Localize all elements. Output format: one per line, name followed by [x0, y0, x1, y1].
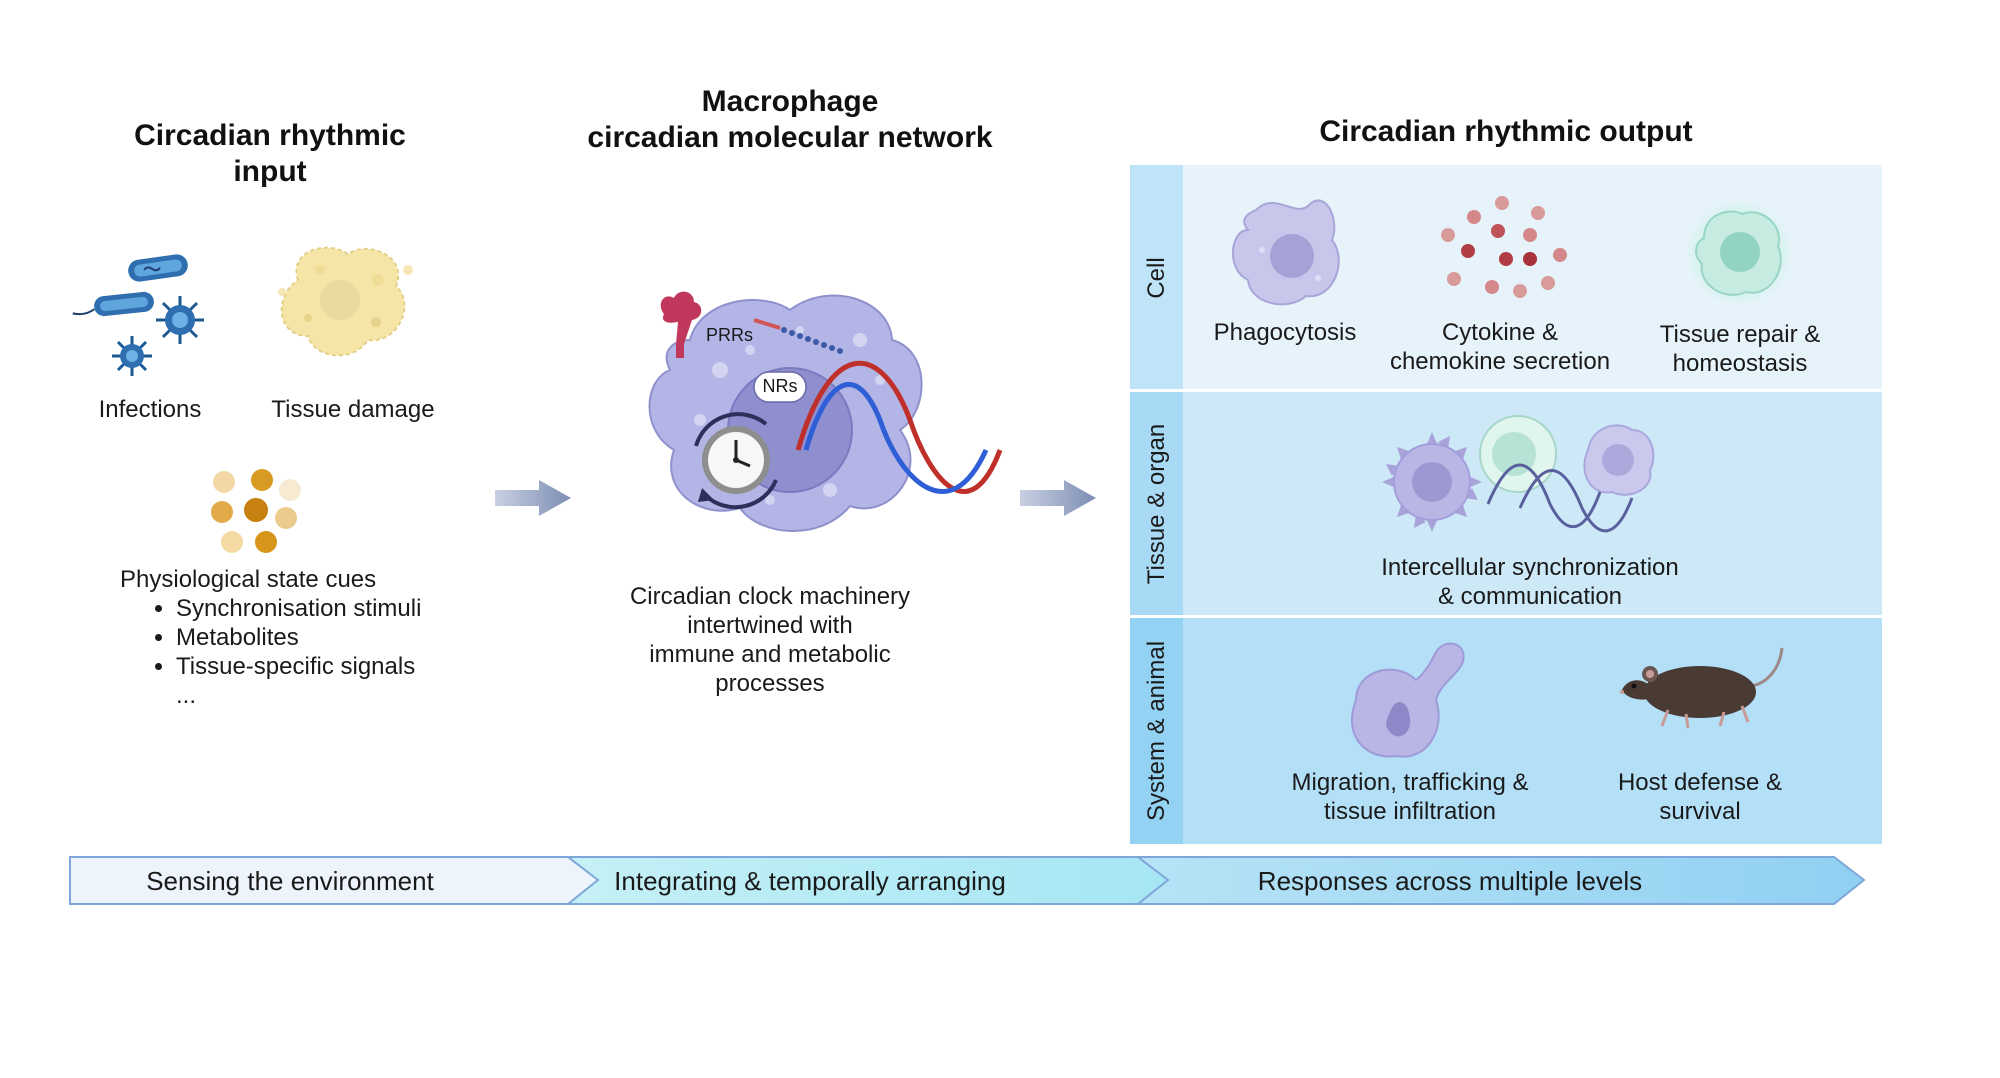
flow-arrow-right-icon	[1020, 480, 1096, 516]
red-oscillation-curve	[795, 360, 1003, 494]
panel-divider	[1130, 615, 1882, 618]
migration-line: Migration, trafficking &	[1291, 769, 1529, 796]
cytokine-dots-icon	[1441, 196, 1567, 298]
macrophage-cell-illustration	[648, 291, 1003, 532]
intercellular-cells-icon	[1382, 415, 1655, 533]
cytokine-line: chemokine secretion	[1389, 348, 1611, 375]
metabolites-icon	[211, 469, 301, 553]
caption-line: immune and metabolic	[649, 641, 891, 668]
repair-label: Tissue repair & homeostasis	[1640, 320, 1840, 378]
sync-line: Intercellular synchronization	[1381, 554, 1679, 581]
nrs-label: NRs	[762, 376, 798, 396]
blue-oscillation-curve	[803, 382, 989, 494]
sync-label: Intercellular synchronization & communic…	[1330, 553, 1730, 611]
cues-list: Synchronisation stimuli Metabolites Tiss…	[120, 594, 421, 681]
virus-icon	[112, 336, 152, 376]
cell-level-label: Cell	[1142, 257, 1170, 299]
bacterium-icon	[72, 291, 154, 317]
caption-line: Circadian clock machinery	[629, 583, 911, 610]
cytokine-label: Cytokine & chemokine secretion	[1380, 318, 1620, 376]
tissue-damage-label: Tissue damage	[271, 396, 435, 423]
tissue-level-label: Tissue & organ	[1142, 423, 1170, 585]
cues-title: Physiological state cues	[120, 566, 377, 593]
round-cell-icon	[1479, 415, 1557, 493]
cue-item: Metabolites	[176, 623, 421, 652]
caption-line: intertwined with	[687, 612, 853, 639]
migration-line: tissue infiltration	[1323, 798, 1497, 825]
system-level-strip: System & animal	[1130, 617, 1183, 844]
band-label-integrating: Integrating & temporally arranging	[614, 866, 1006, 896]
band-label-sensing: Sensing the environment	[146, 866, 434, 896]
spiky-cell-icon	[1382, 432, 1482, 532]
sync-wave-curve	[1518, 469, 1634, 533]
flow-arrow-right-icon	[495, 480, 571, 516]
repair-cell-icon	[1685, 199, 1793, 307]
phagocyte-icon	[1232, 199, 1340, 306]
input-heading: Circadian rhythmic input	[90, 118, 450, 190]
input-heading-line-2: input	[233, 155, 307, 188]
tissue-level-strip: Tissue & organ	[1130, 391, 1183, 617]
pathogen-illustration	[72, 254, 204, 376]
mouse-icon	[1620, 647, 1784, 729]
network-heading-line-1: Macrophage	[701, 85, 879, 118]
cytokine-line: Cytokine &	[1441, 319, 1559, 346]
defense-line: survival	[1659, 798, 1741, 825]
sync-wave-curve	[1486, 463, 1602, 529]
physiological-cues: Physiological state cues Synchronisation…	[120, 565, 421, 710]
repair-line: Tissue repair &	[1659, 321, 1821, 348]
band-label-responses: Responses across multiple levels	[1257, 866, 1643, 896]
input-heading-line-1: Circadian rhythmic	[134, 119, 406, 152]
network-heading: Macrophage circadian molecular network	[560, 84, 1020, 156]
phagocytosis-label: Phagocytosis	[1213, 319, 1357, 346]
network-heading-line-2: circadian molecular network	[587, 121, 993, 154]
process-band	[69, 856, 1866, 905]
band-segment-1	[69, 856, 600, 905]
clock-icon	[694, 412, 778, 510]
migrating-cell-icon	[1350, 642, 1465, 758]
infections-label: Infections	[98, 396, 202, 423]
cues-more: ...	[176, 682, 197, 709]
small-cell-icon	[1583, 424, 1655, 496]
bacterium-icon	[128, 254, 188, 282]
cue-item: Tissue-specific signals	[176, 652, 421, 681]
output-heading: Circadian rhythmic output	[1319, 115, 1693, 148]
system-level-panel	[1130, 617, 1882, 844]
prrs-label: PRRs	[706, 325, 754, 345]
defense-label: Host defense & survival	[1600, 768, 1800, 826]
tissue-damage-icon	[278, 246, 413, 357]
repair-line: homeostasis	[1672, 350, 1808, 377]
system-level-label: System & animal	[1142, 640, 1170, 821]
migration-label: Migration, trafficking & tissue infiltra…	[1270, 768, 1550, 826]
network-caption: Circadian clock machinery intertwined wi…	[590, 582, 950, 698]
defense-line: Host defense &	[1617, 769, 1783, 796]
cell-level-strip: Cell	[1130, 165, 1183, 391]
panel-divider	[1130, 389, 1882, 392]
virus-icon	[156, 296, 204, 344]
nrs-bubble	[753, 371, 807, 403]
sync-line: & communication	[1437, 583, 1623, 610]
prr-receptor-icon	[660, 291, 702, 358]
cue-item: Synchronisation stimuli	[176, 594, 421, 623]
ligand-chain-icon	[753, 318, 843, 354]
caption-line: processes	[715, 670, 825, 697]
